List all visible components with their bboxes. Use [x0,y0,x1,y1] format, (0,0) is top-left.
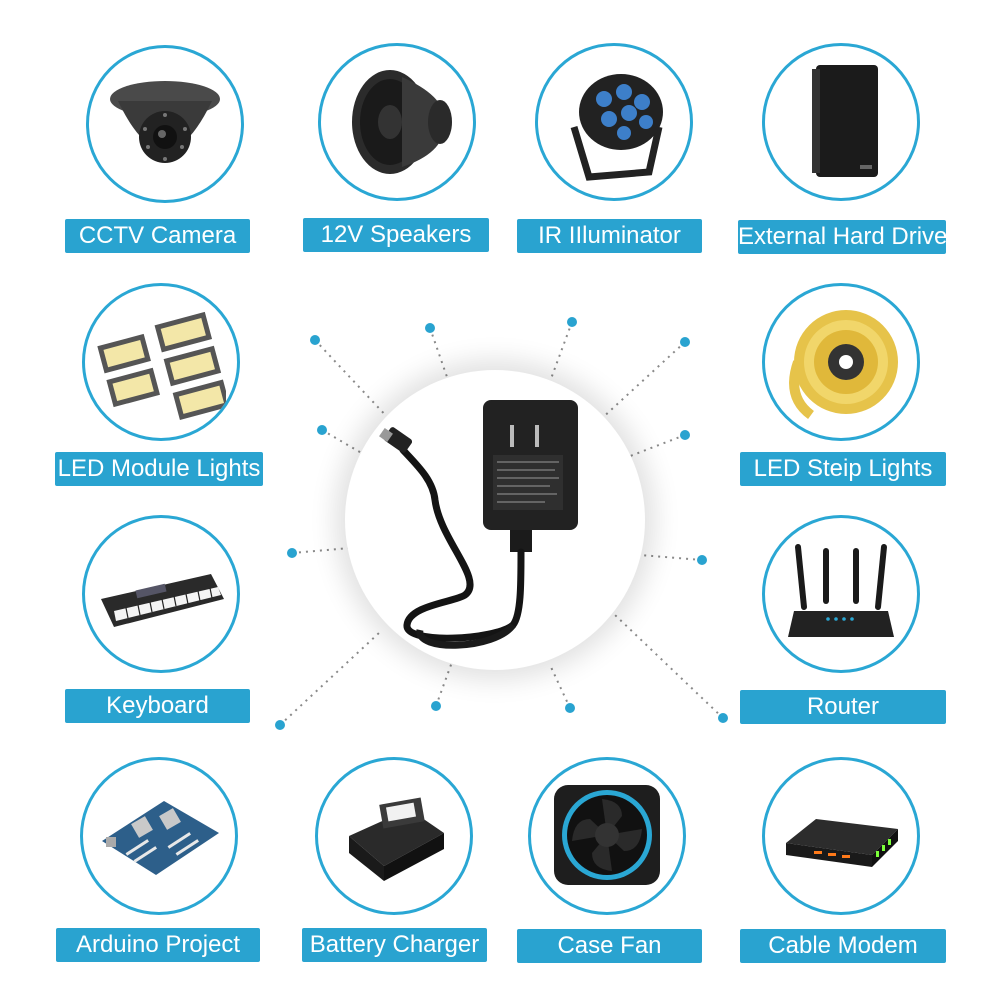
ray-dot [565,703,575,713]
item-circle-cable-modem [762,757,920,915]
item-circle-ir-illuminator [535,43,693,201]
item-label-external-hard-drive: External Hard Drive [738,220,946,254]
hard-drive-icon [812,65,878,177]
item-label-led-module-lights: LED Module Lights [55,452,263,486]
item-label-case-fan: Case Fan [517,929,702,963]
item-circle-led-module-lights [82,283,240,441]
item-circle-battery-charger [315,757,473,915]
ray-dot [680,337,690,347]
cable-modem-icon [786,819,898,867]
item-label-battery-charger: Battery Charger [302,928,487,962]
ray-dot [317,425,327,435]
keyboard-icon [101,574,224,627]
ray-dot [310,335,320,345]
center-adapter [345,370,645,670]
item-label-router: Router [740,690,946,724]
item-circle-arduino-project [80,757,238,915]
speaker-icon [352,70,452,174]
item-label-arduino-project: Arduino Project [56,928,260,962]
item-circle-external-hard-drive [762,43,920,201]
ray-dot [567,317,577,327]
ray-dot [680,430,690,440]
item-circle-12v-speakers [318,43,476,201]
item-label-ir-illuminator: IR IIluminator [517,219,702,253]
item-label-cctv-camera: CCTV Camera [65,219,250,253]
ray-dot [718,713,728,723]
ray-dot [425,323,435,333]
case-fan-icon [554,785,660,885]
motherboard-icon [102,801,219,875]
item-circle-router [762,515,920,673]
item-label-led-strip-lights: LED Steip Lights [740,452,946,486]
dome-camera-icon [110,81,220,163]
item-label-12v-speakers: 12V Speakers [303,218,489,252]
item-circle-cctv-camera [86,45,244,203]
item-label-cable-modem: Cable Modem [740,929,946,963]
ray-dot [431,701,441,711]
par-light-icon [570,74,663,181]
ray-dot [275,720,285,730]
power-adapter-icon [379,400,578,649]
item-label-keyboard: Keyboard [65,689,250,723]
item-circle-case-fan [528,757,686,915]
ray-dot [287,548,297,558]
router-icon [788,544,894,637]
battery-charger-icon [349,797,444,881]
item-circle-led-strip-lights [762,283,920,441]
item-circle-keyboard [82,515,240,673]
led-reel-icon [789,310,898,420]
ray-dot [697,555,707,565]
flood-light-icon [97,311,226,421]
